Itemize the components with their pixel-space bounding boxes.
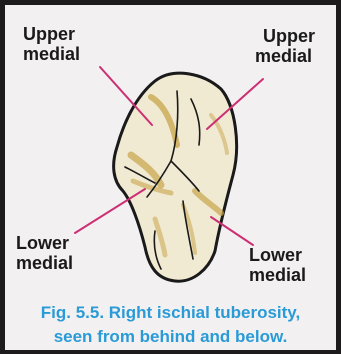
label-upper-medial-left: Upper medial — [23, 24, 80, 64]
label-lower-medial-right: Lower medial — [249, 245, 306, 285]
label-line: Upper — [23, 24, 80, 44]
label-line: medial — [249, 265, 306, 285]
label-line: medial — [255, 46, 315, 66]
figure-frame: Upper medial Upper medial Lower medial L… — [5, 5, 336, 350]
label-line: Lower — [16, 233, 73, 253]
label-line: Lower — [249, 245, 306, 265]
label-line: medial — [16, 253, 73, 273]
label-line: medial — [23, 44, 80, 64]
label-upper-medial-right: Upper medial — [263, 26, 315, 66]
label-line: Upper — [263, 26, 315, 46]
figure-caption: Fig. 5.5. Right ischial tuberosity, seen… — [5, 301, 336, 349]
caption-line-2: seen from behind and below. — [5, 325, 336, 349]
caption-line-1: Fig. 5.5. Right ischial tuberosity, — [5, 301, 336, 325]
tuberosity-outline — [114, 73, 237, 281]
label-lower-medial-left: Lower medial — [16, 233, 73, 273]
